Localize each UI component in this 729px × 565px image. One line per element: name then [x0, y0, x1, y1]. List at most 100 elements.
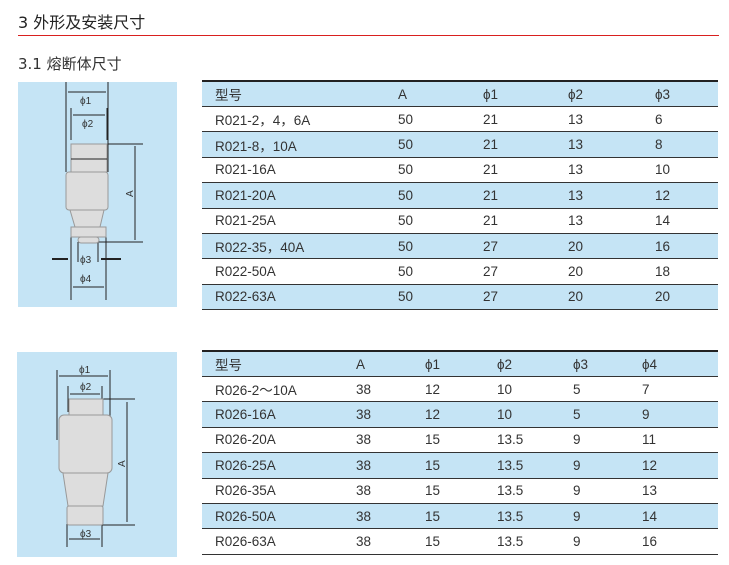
fuse-diagram-1: ϕ1 ϕ2 A ϕ3 ϕ4	[18, 82, 177, 307]
table-cell: R021-20A	[215, 187, 276, 203]
table-cell: 38	[356, 534, 372, 550]
column-header: ϕ1	[425, 356, 441, 372]
table-cell: 50	[398, 111, 414, 127]
table-cell: 5	[573, 407, 581, 423]
table-cell: 9	[642, 407, 650, 423]
a-label: A	[117, 460, 128, 467]
table-cell: 15	[425, 457, 441, 473]
table-cell: R026-35A	[215, 483, 276, 499]
table-cell: R021-2，4，6A	[215, 113, 311, 129]
table-cell: 50	[398, 213, 414, 229]
table-cell: 38	[356, 432, 372, 448]
table-cell: 21	[483, 111, 499, 127]
table-cell: 21	[483, 137, 499, 153]
column-header: ϕ1	[483, 86, 499, 102]
phi3-label: ϕ3	[80, 255, 92, 266]
table-cell: R026-63A	[215, 534, 276, 550]
fuse-diagram-2: ϕ1 ϕ2 A ϕ3	[17, 352, 177, 557]
table-cell: 12	[425, 407, 441, 423]
table-cell: 20	[568, 264, 584, 280]
table-cell: 20	[655, 289, 671, 305]
table-cell: 50	[398, 187, 414, 203]
column-header: ϕ2	[497, 356, 513, 372]
table-cell: 12	[642, 457, 658, 473]
column-header: ϕ3	[573, 356, 589, 372]
column-header: 型号	[215, 358, 242, 373]
table-cell: 10	[497, 381, 513, 397]
table-cell: 16	[642, 534, 658, 550]
column-header: 型号	[215, 88, 242, 103]
title-divider	[18, 35, 719, 36]
table-cell: 27	[483, 238, 499, 254]
table-cell: 9	[573, 534, 581, 550]
table-cell: R026-25A	[215, 457, 276, 473]
table-cell: 13	[568, 111, 584, 127]
table-cell: 14	[655, 213, 671, 229]
table-cell: 14	[642, 508, 658, 524]
table-cell: 21	[483, 162, 499, 178]
table-cell: 27	[483, 289, 499, 305]
table-cell: R022-50A	[215, 264, 276, 280]
table-cell: 50	[398, 264, 414, 280]
table-cell: 12	[655, 187, 671, 203]
table-cell: 9	[573, 483, 581, 499]
table-cell: 20	[568, 289, 584, 305]
table-cell: 21	[483, 187, 499, 203]
table-cell: 15	[425, 432, 441, 448]
table-cell: R026-20A	[215, 432, 276, 448]
table-cell: 9	[573, 508, 581, 524]
phi2-label: ϕ2	[80, 382, 92, 393]
table-cell: 5	[573, 381, 581, 397]
table-cell: 13	[642, 483, 658, 499]
table-cell: 7	[642, 381, 650, 397]
table-cell: R022-63A	[215, 289, 276, 305]
phi3-label: ϕ3	[80, 529, 92, 540]
table-cell: 50	[398, 238, 414, 254]
table-cell: R026-2～10A	[215, 383, 297, 399]
table-cell: 13	[568, 137, 584, 153]
table-cell: 50	[398, 137, 414, 153]
table-row: R026-16A 38 12 10 5 9	[202, 402, 718, 428]
column-header: ϕ2	[568, 86, 584, 102]
table-cell: 38	[356, 508, 372, 524]
table-cell: 8	[655, 137, 663, 153]
table-cell: 38	[356, 407, 372, 423]
column-header: A	[356, 356, 366, 372]
a-label: A	[125, 190, 136, 197]
table-cell: R022-35，40A	[215, 240, 305, 256]
table-cell: 15	[425, 483, 441, 499]
section-title: 3 外形及安装尺寸	[18, 13, 146, 32]
table-cell: 13	[568, 162, 584, 178]
table-cell: 12	[425, 381, 441, 397]
table-cell: 9	[573, 432, 581, 448]
subsection-title: 3.1 熔断体尺寸	[18, 55, 122, 73]
table-cell: 13.5	[497, 457, 524, 473]
table-cell: 11	[642, 432, 657, 448]
table-cell: 38	[356, 457, 372, 473]
table-cell: 13.5	[497, 483, 524, 499]
table-cell: 10	[655, 162, 671, 178]
table-cell: 10	[497, 407, 513, 423]
table-cell: R021-8，10A	[215, 138, 297, 154]
table-cell: 21	[483, 213, 499, 229]
table-cell: 16	[655, 238, 671, 254]
table-cell: 13.5	[497, 432, 524, 448]
table-row: R026-20A 38 15 13.5 9 11	[202, 428, 718, 454]
table-cell: R021-25A	[215, 213, 276, 229]
table-cell: 13.5	[497, 534, 524, 550]
table-cell: R026-16A	[215, 407, 276, 423]
column-header: ϕ4	[642, 356, 658, 372]
table-cell: 15	[425, 508, 441, 524]
